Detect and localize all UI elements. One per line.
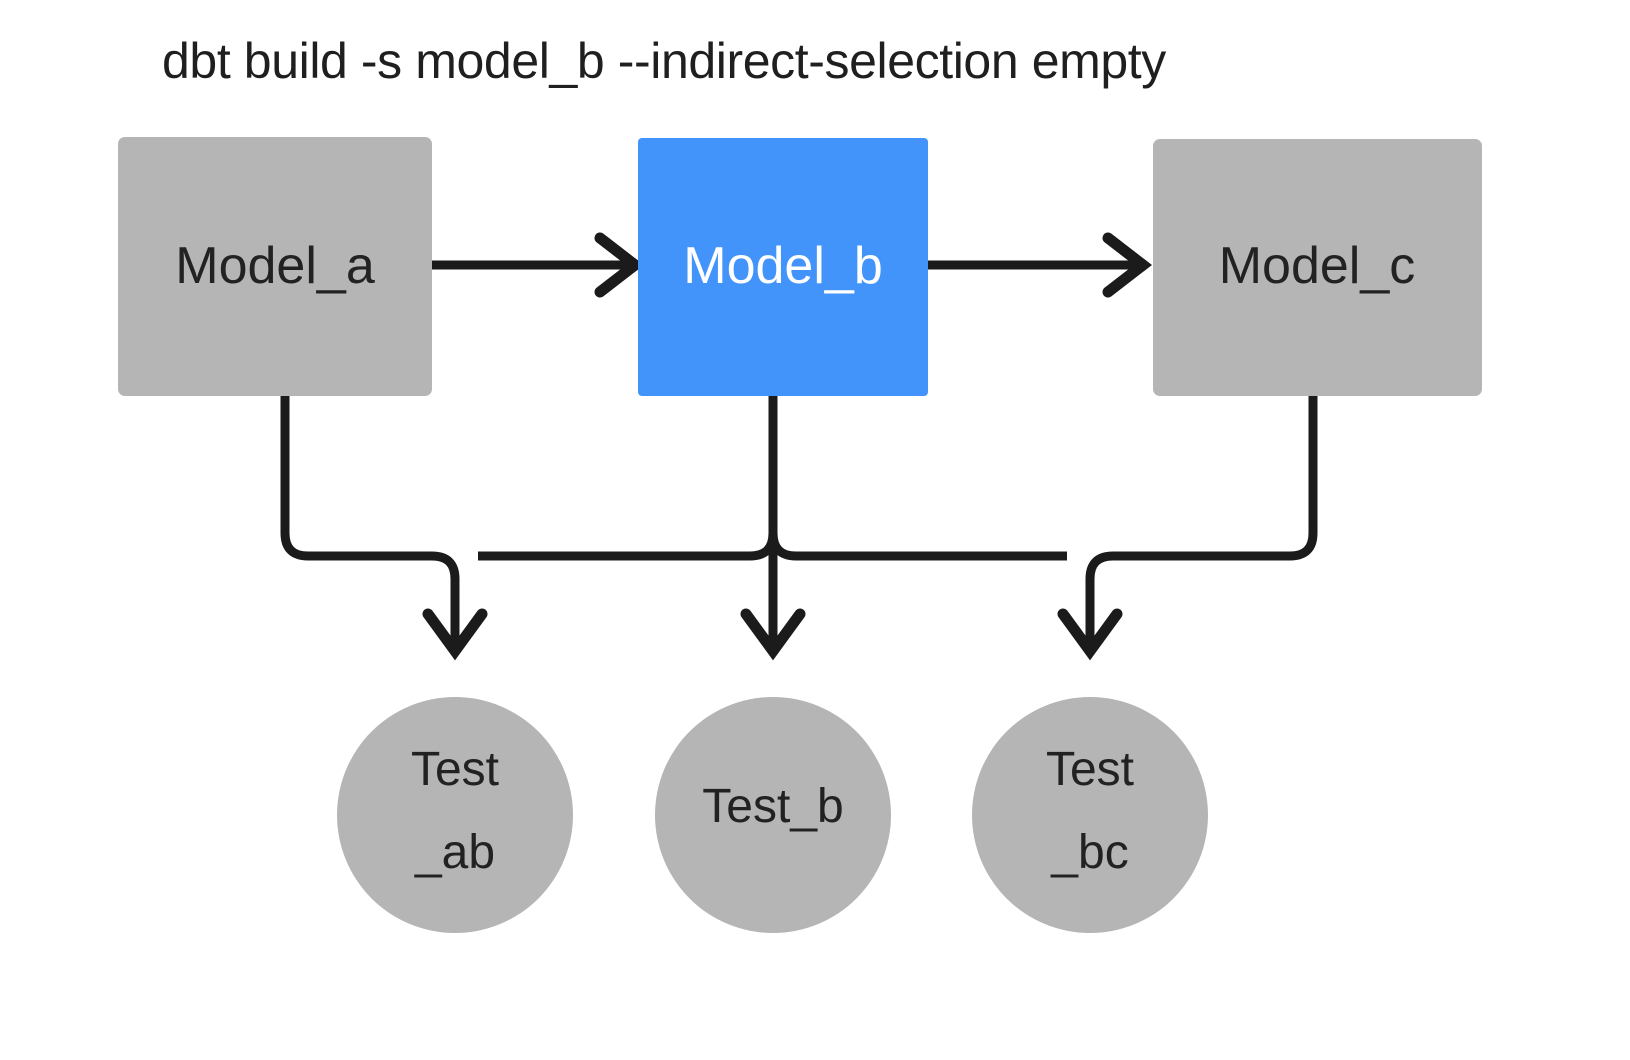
test-ab-circle[interactable] [337,697,573,933]
test-ab-label-line2: _ab [414,826,495,879]
model-node-model-a[interactable]: Model_a [118,137,432,396]
diagram-title: dbt build -s model_b --indirect-selectio… [162,33,1166,89]
test-ab-label-line1: Test [411,743,499,796]
edge-model-b-to-model-c [928,232,1153,298]
edge-model-a-to-test-ab [280,396,488,661]
test-node-test-ab[interactable]: Test _ab [337,697,573,933]
test-bc-circle[interactable] [972,697,1208,933]
edge-model-b-to-test-ab [478,532,778,561]
edge-layer [280,232,1318,661]
model-a-label: Model_a [175,237,375,295]
model-c-label: Model_c [1219,237,1416,295]
model-b-box[interactable] [638,138,928,396]
test-b-label-line1: Test_b [702,780,843,833]
edge-model-a-to-model-b [432,232,645,298]
test-bc-label-line1: Test [1046,743,1134,796]
model-b-label: Model_b [683,237,882,295]
test-node-test-b[interactable]: Test_b [655,697,891,933]
test-bc-label-line2: _bc [1050,826,1128,879]
edge-model-b-to-test-b [740,396,806,661]
test-node-test-bc[interactable]: Test _bc [972,697,1208,933]
model-a-box[interactable] [118,137,432,396]
test-b-circle[interactable] [655,697,891,933]
model-node-model-b[interactable]: Model_b [638,138,928,396]
model-c-box[interactable] [1153,139,1482,396]
edge-model-c-to-test-bc [1057,396,1318,661]
edge-model-b-to-test-bc [768,532,1067,561]
model-node-model-c[interactable]: Model_c [1153,139,1482,396]
